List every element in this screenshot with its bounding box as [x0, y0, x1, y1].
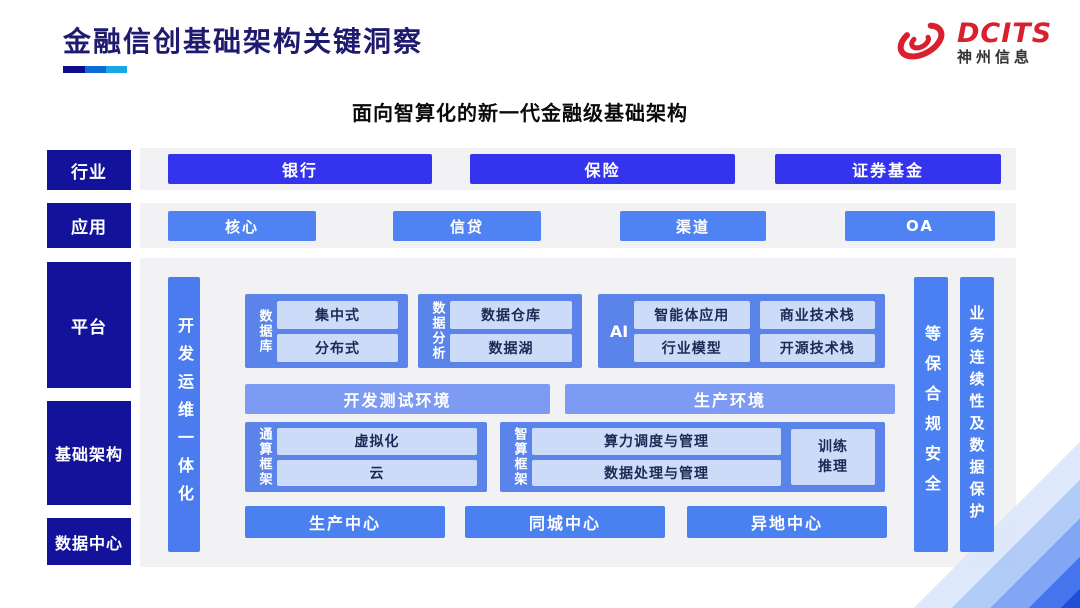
analytics-item-lake: 数据湖 — [450, 333, 572, 362]
center-same-city: 同城中心 — [465, 506, 665, 538]
application-item-credit: 信贷 — [393, 211, 541, 241]
general-framework-label: 通算框架 — [256, 427, 272, 487]
rail-application: 应用 — [47, 203, 131, 248]
general-computing-framework-group: 通算框架 虚拟化 云 — [245, 422, 487, 492]
analytics-item-warehouse: 数据仓库 — [450, 300, 572, 329]
intelligent-item-compute-scheduling: 算力调度与管理 — [532, 428, 781, 455]
rail-infrastructure: 基础架构 — [47, 401, 131, 505]
security-compliance-bar: 等保合规安全 — [914, 277, 948, 552]
title-underline-segment-1 — [63, 66, 85, 73]
ai-group-label: AI — [609, 321, 629, 341]
industry-item-insurance: 保险 — [470, 154, 735, 184]
ai-item-agent-apps: 智能体应用 — [634, 300, 750, 329]
database-item-distributed: 分布式 — [277, 333, 398, 362]
database-group: 数据库 集中式 分布式 — [245, 294, 408, 368]
title-underline-segment-2 — [85, 66, 106, 73]
logo-brand-text: DCITS — [957, 17, 1053, 49]
center-production: 生产中心 — [245, 506, 445, 538]
industry-item-securities-funds: 证券基金 — [775, 154, 1001, 184]
ai-item-industry-models: 行业模型 — [634, 333, 750, 362]
dev-test-environment-bar: 开发测试环境 — [245, 384, 550, 414]
industry-item-bank: 银行 — [168, 154, 432, 184]
general-item-virtualization: 虚拟化 — [277, 428, 477, 455]
analytics-group-label: 数据分析 — [429, 301, 445, 361]
dcits-logo: DCITS 神州信息 — [893, 18, 1052, 68]
logo-company-text: 神州信息 — [957, 48, 1034, 67]
rail-platform: 平台 — [47, 262, 131, 388]
corner-diagonal-decoration — [740, 308, 1080, 608]
page-title: 金融信创基础架构关键洞察 — [63, 25, 424, 58]
rail-datacenter: 数据中心 — [47, 518, 131, 565]
business-continuity-bar: 业务连续性及数据保护 — [960, 277, 994, 552]
database-item-centralized: 集中式 — [277, 300, 398, 329]
general-item-cloud: 云 — [277, 459, 477, 486]
application-item-channel: 渠道 — [620, 211, 766, 241]
diagram-title: 面向智算化的新一代金融级基础架构 — [352, 101, 688, 125]
rail-industry: 行业 — [47, 150, 131, 190]
application-item-oa: OA — [845, 211, 995, 241]
title-underline-segment-3 — [106, 66, 127, 73]
intelligent-item-data-processing: 数据处理与管理 — [532, 459, 781, 486]
database-group-label: 数据库 — [256, 308, 272, 354]
intelligent-framework-label: 智算框架 — [511, 427, 527, 487]
devops-vertical-bar-label: 开发运维一体化 — [175, 316, 194, 513]
dcits-swirl-icon — [893, 18, 949, 68]
application-item-core: 核心 — [168, 211, 316, 241]
devops-vertical-bar: 开发运维一体化 — [168, 277, 200, 552]
analytics-group: 数据分析 数据仓库 数据湖 — [418, 294, 582, 368]
